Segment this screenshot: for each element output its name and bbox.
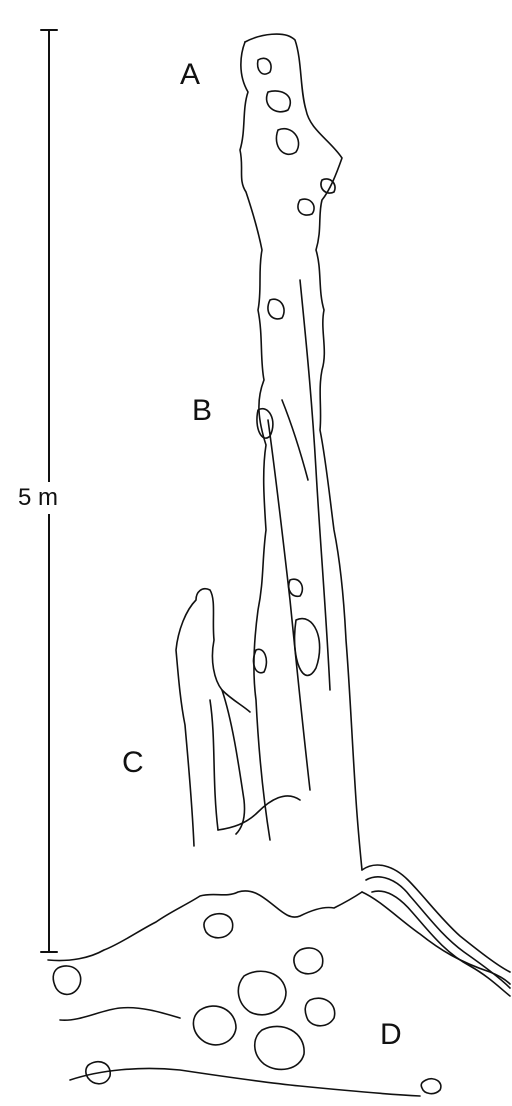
mound-outline-left [48,891,362,961]
mid-texture [268,299,284,319]
mound-ridge-3 [372,891,510,996]
label-b: B [192,396,212,426]
mid-texture-3 [289,579,303,596]
mound-ridge-1 [362,865,510,972]
scale-bar-label: 5 m [18,482,58,514]
mound-blob-4 [294,948,323,974]
label-a: A [180,60,200,90]
short-column-outline [176,589,250,846]
mound-blob-7 [305,998,334,1026]
top-texture-3 [276,129,298,155]
tall-column-crack [282,400,308,480]
tall-column-left-outline [240,42,270,840]
tall-column-inner-line [268,420,310,790]
base-mound [48,865,510,1096]
top-texture-2 [267,91,291,112]
short-column-inner [210,700,218,830]
short-column [176,589,300,846]
mound-blob-6 [255,1026,304,1069]
tall-column-right-outline [245,34,362,870]
label-c: C [122,748,144,778]
mound-blob [53,966,80,994]
mid-texture-4 [295,619,320,676]
label-d: D [380,1020,402,1050]
short-column-inner-2 [222,690,245,834]
top-texture-5 [298,199,314,215]
top-texture [258,58,271,74]
connecting-web [218,796,300,830]
mound-lower-left [60,1008,180,1021]
mound-blob-8 [421,1079,441,1094]
mound-blob-5 [193,1006,236,1045]
mid-texture-5 [254,649,267,672]
mound-blob-2 [204,914,233,938]
mound-blob-3 [238,971,286,1015]
tall-column [240,34,362,870]
mound-bottom [70,1068,420,1096]
